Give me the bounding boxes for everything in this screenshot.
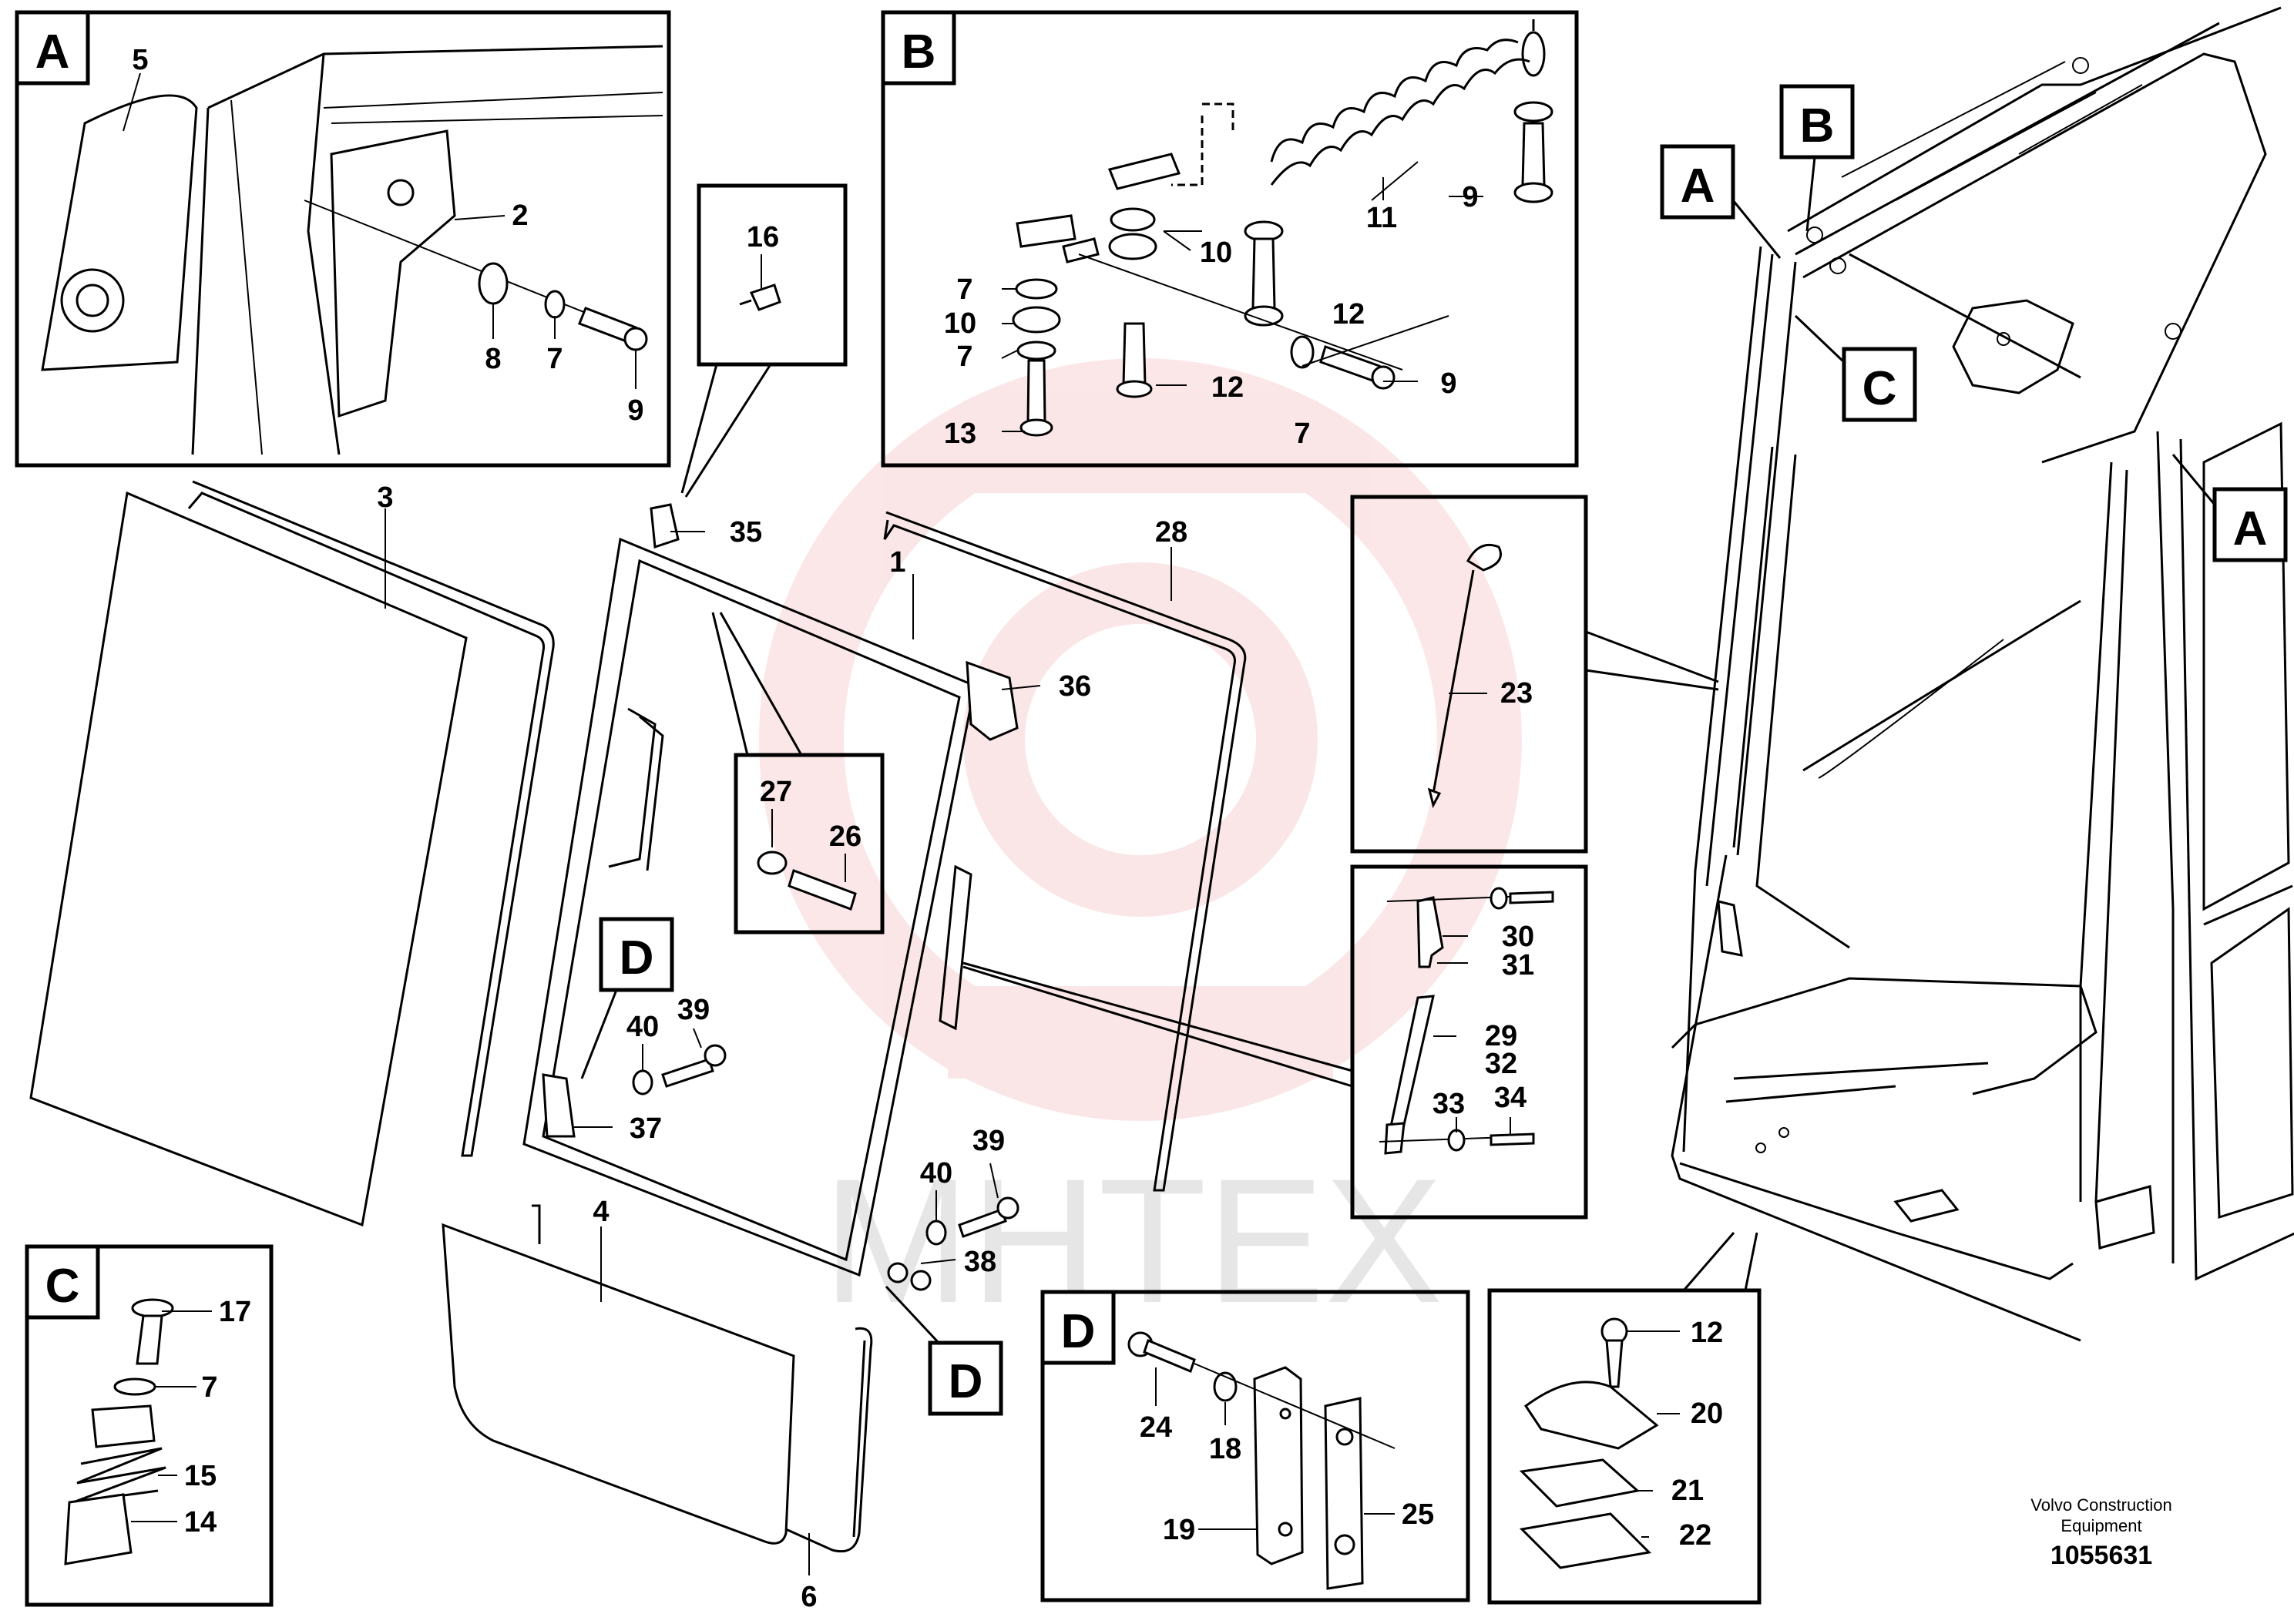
watermark-logo bbox=[759, 358, 1522, 1121]
callout-7-b-2: 7 bbox=[956, 341, 972, 373]
callout-17: 17 bbox=[219, 1296, 251, 1328]
callout-12-b-right: 12 bbox=[1332, 298, 1365, 331]
detail-20-21-22-box: 12 20 21 22 bbox=[1487, 1232, 1762, 1605]
callout-13: 13 bbox=[944, 418, 976, 450]
callout-28: 28 bbox=[1155, 516, 1187, 549]
callout-34: 34 bbox=[1494, 1082, 1527, 1114]
detail-c-label: C bbox=[45, 1260, 80, 1313]
callout-5: 5 bbox=[132, 44, 148, 76]
callout-20: 20 bbox=[1691, 1398, 1723, 1430]
cab-marker-a-right: A bbox=[2171, 454, 2288, 562]
callout-4: 4 bbox=[593, 1196, 609, 1228]
callout-16: 16 bbox=[747, 221, 779, 253]
cab-assembly bbox=[1671, 6, 2294, 1342]
callout-24: 24 bbox=[1140, 1411, 1172, 1444]
callout-36: 36 bbox=[1059, 670, 1091, 703]
callout-23: 23 bbox=[1500, 677, 1533, 710]
callout-3: 3 bbox=[377, 481, 393, 514]
seal-28: 28 bbox=[883, 511, 1247, 1192]
callout-12-b-center: 12 bbox=[1211, 371, 1244, 404]
watermark-text: MHTEX bbox=[823, 1142, 1443, 1340]
footer-brand-line-1: Volvo Construction bbox=[2030, 1495, 2172, 1515]
callout-29: 29 bbox=[1485, 1020, 1517, 1052]
detail-c-box: C 17 7 15 14 bbox=[25, 1244, 274, 1607]
callout-7-b-3: 7 bbox=[1294, 418, 1310, 450]
footer-brand-line-2: Equipment bbox=[2061, 1516, 2142, 1535]
cab-marker-b-label: B bbox=[1800, 99, 1835, 153]
callout-35: 35 bbox=[730, 516, 762, 549]
callout-40-right: 40 bbox=[920, 1157, 952, 1189]
callout-7-a: 7 bbox=[546, 343, 563, 375]
door-detail-d-marker: D bbox=[580, 917, 674, 1079]
fastener-40-39-left: 40 39 bbox=[626, 994, 727, 1096]
detail-23-box: 23 bbox=[1350, 495, 1719, 854]
door-frame-1: 1 35 36 37 38 bbox=[522, 503, 1091, 1291]
cab-marker-c-label: C bbox=[1862, 362, 1897, 415]
detail-a-box: A 5 2 8 7 9 bbox=[15, 10, 671, 468]
door-detail-d-label: D bbox=[620, 931, 654, 985]
callout-2: 2 bbox=[512, 200, 528, 232]
detail-d-label: D bbox=[1061, 1305, 1096, 1358]
cab-marker-a-top-label: A bbox=[1681, 159, 1715, 213]
detail-29-34-box: 30 31 29 32 33 34 bbox=[962, 864, 1588, 1220]
callout-14: 14 bbox=[184, 1506, 217, 1538]
detail-a-label: A bbox=[35, 25, 70, 79]
callout-33: 33 bbox=[1432, 1088, 1465, 1120]
callout-30: 30 bbox=[1502, 921, 1534, 953]
detail-16-box: 16 bbox=[680, 183, 848, 498]
callout-21: 21 bbox=[1671, 1475, 1704, 1507]
callout-15: 15 bbox=[184, 1460, 217, 1492]
callout-32: 32 bbox=[1485, 1048, 1517, 1080]
callout-27: 27 bbox=[760, 776, 792, 808]
cab-marker-c: C bbox=[1794, 314, 1917, 422]
spring bbox=[1270, 19, 1546, 186]
callout-1: 1 bbox=[889, 546, 905, 579]
cab-marker-a-top: A bbox=[1660, 144, 1782, 259]
cab-marker-a-right-label: A bbox=[2233, 502, 2268, 555]
glass-panel-3: 3 bbox=[29, 480, 555, 1227]
callout-11: 11 bbox=[1366, 202, 1397, 234]
callout-9-b-bottom: 9 bbox=[1440, 367, 1456, 400]
detail-27-26-box: 27 26 bbox=[711, 612, 885, 934]
callout-7-b-1: 7 bbox=[956, 273, 972, 306]
drawing-number: 1055631 bbox=[2050, 1541, 2153, 1570]
callout-22: 22 bbox=[1679, 1519, 1711, 1552]
callout-10-b-left: 10 bbox=[944, 307, 976, 340]
callout-25: 25 bbox=[1402, 1498, 1434, 1531]
callout-40-left: 40 bbox=[626, 1011, 659, 1043]
lower-panel-4: 4 6 bbox=[442, 1196, 873, 1613]
callout-31: 31 bbox=[1502, 949, 1534, 981]
fastener-40-39-right: 40 39 bbox=[920, 1125, 1019, 1246]
callout-18: 18 bbox=[1209, 1433, 1241, 1465]
callout-10-b-right: 10 bbox=[1200, 237, 1232, 269]
cab-marker-b: B bbox=[1779, 84, 1855, 232]
callout-12-lower: 12 bbox=[1691, 1317, 1723, 1349]
callout-39-right: 39 bbox=[972, 1125, 1005, 1157]
callout-7-c: 7 bbox=[201, 1371, 217, 1404]
detail-d-box: D 24 18 19 25 bbox=[1040, 1290, 1470, 1602]
callout-19: 19 bbox=[1163, 1514, 1195, 1546]
callout-9-b-top: 9 bbox=[1462, 181, 1478, 213]
callout-9-a: 9 bbox=[627, 394, 643, 427]
footer-block: Volvo Construction Equipment 1055631 bbox=[1986, 1495, 2217, 1571]
callout-8: 8 bbox=[485, 343, 501, 375]
callout-39-left: 39 bbox=[677, 994, 710, 1026]
detail-b-box: B bbox=[881, 10, 1579, 468]
callout-38: 38 bbox=[964, 1246, 996, 1278]
door-bottom-detail-d-marker: D bbox=[885, 1285, 1003, 1416]
door-bottom-detail-d-label: D bbox=[949, 1355, 983, 1408]
callout-37: 37 bbox=[630, 1112, 662, 1145]
callout-26: 26 bbox=[829, 820, 862, 853]
detail-b-label: B bbox=[902, 25, 936, 79]
callout-6: 6 bbox=[801, 1581, 817, 1613]
